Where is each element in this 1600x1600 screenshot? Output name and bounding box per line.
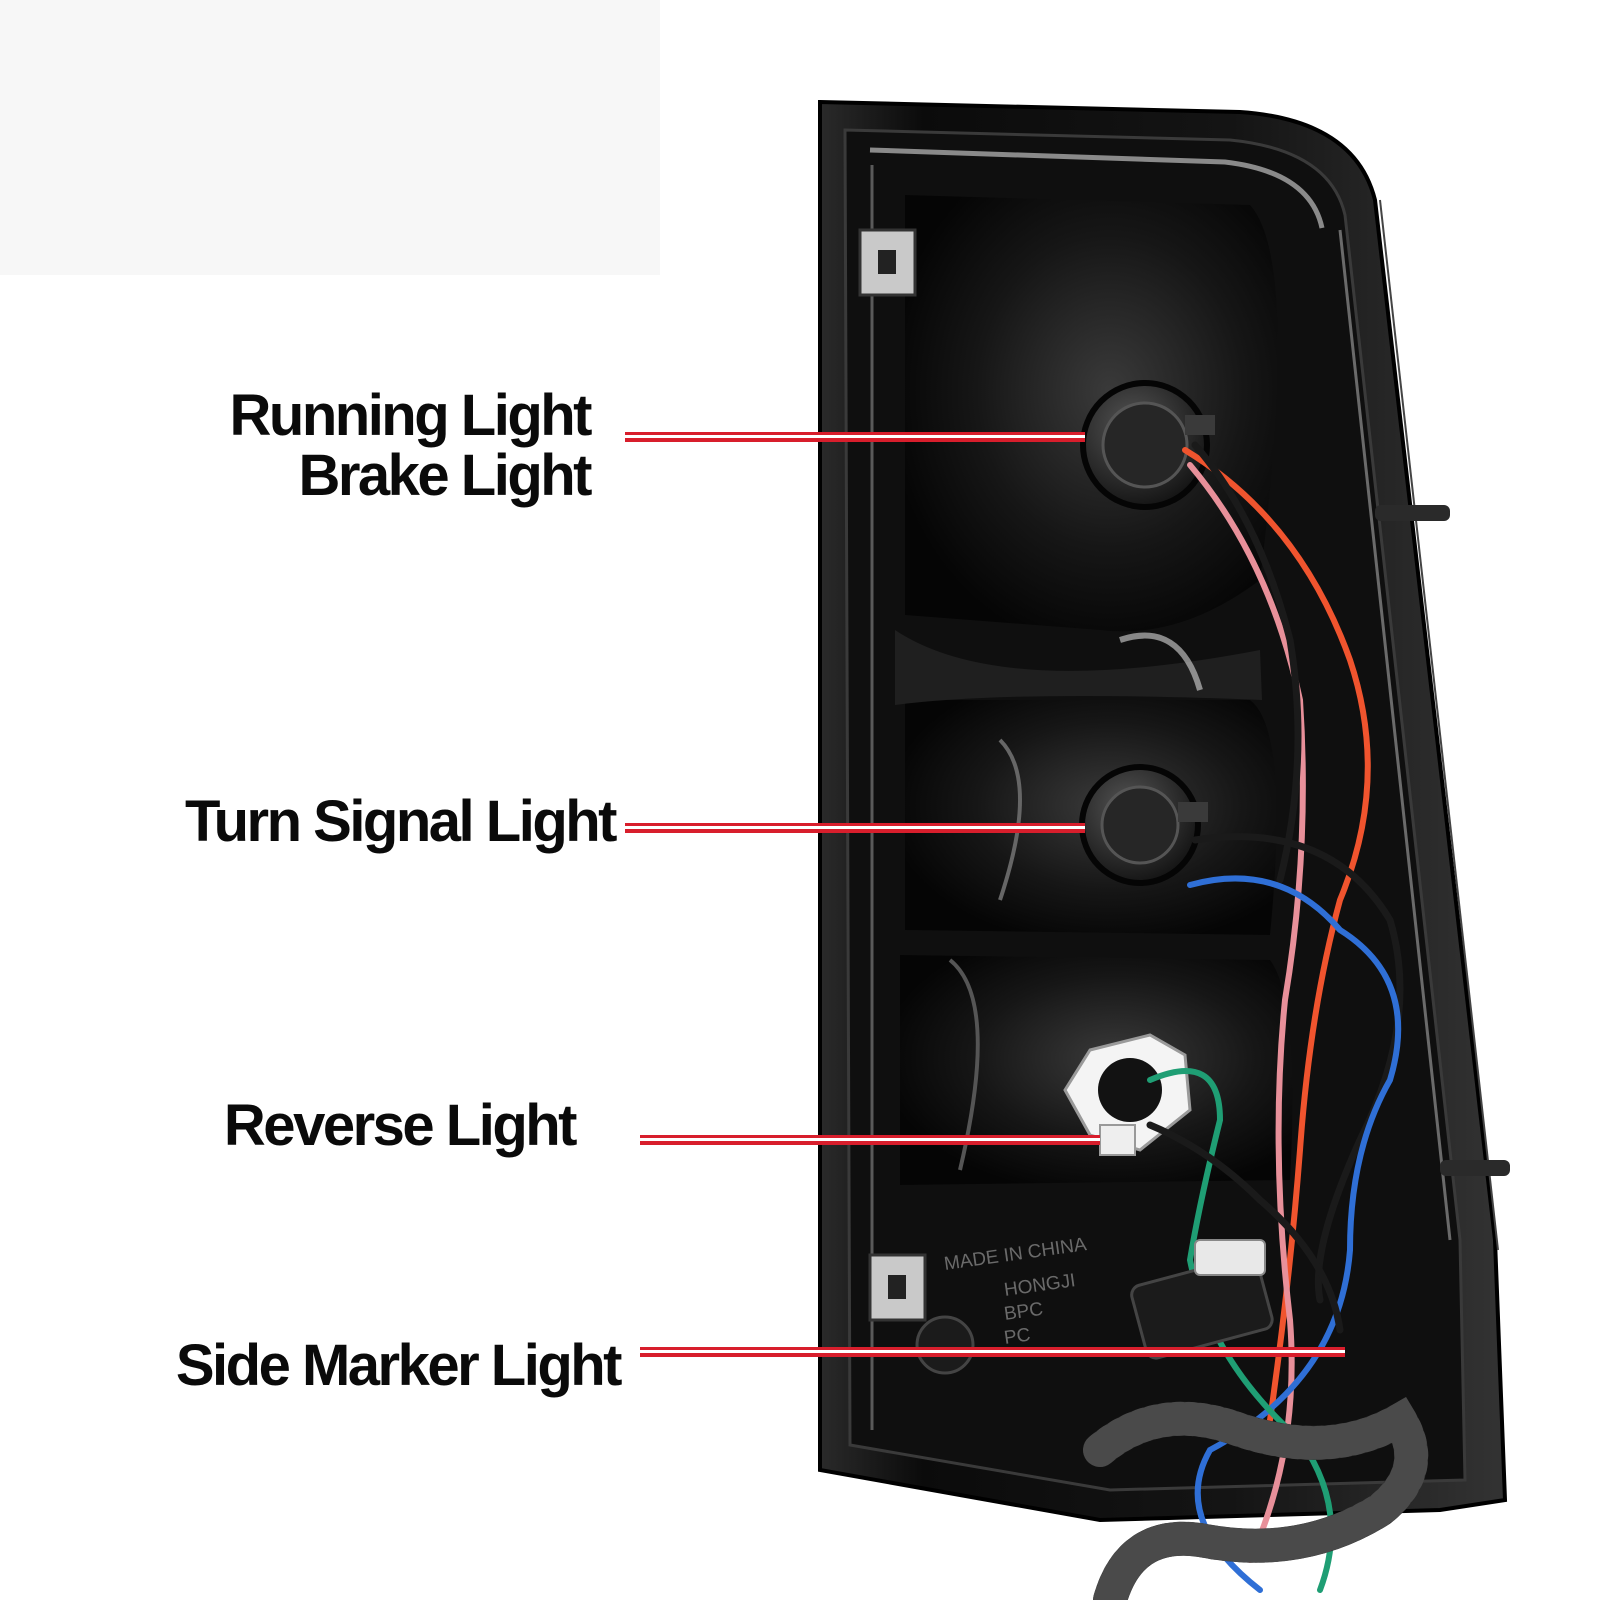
wiring-harness: [1083, 441, 1429, 1600]
wire-red: [1182, 447, 1371, 1423]
turn-signal-socket: [1079, 764, 1208, 886]
label-running-brake: Running Light Brake Light: [229, 383, 593, 508]
running-brake-socket: [1080, 380, 1215, 510]
label-brake-light: Brake Light: [298, 443, 592, 508]
harness-connector: [1130, 1254, 1274, 1360]
molded-code-pc: PC: [1003, 1324, 1032, 1348]
leader-line-marker: [640, 1347, 1345, 1357]
wire-black-upper: [1191, 441, 1302, 884]
label-turn-signal: Turn Signal Light: [184, 789, 618, 854]
label-running-light: Running Light: [229, 383, 593, 448]
leader-lines: [625, 432, 1345, 1357]
bulb-sockets: [1063, 380, 1215, 1156]
wire-blue: [1187, 875, 1402, 1593]
label-reverse-light: Reverse Light: [223, 1093, 578, 1158]
wire-black-reverse: [1146, 1121, 1344, 1334]
leader-line-turn: [625, 823, 1085, 833]
leader-line-reverse: [640, 1135, 1100, 1145]
label-side-marker: Side Marker Light: [175, 1333, 623, 1398]
leader-line-running: [625, 432, 1085, 442]
reverse-socket: [1063, 1033, 1192, 1156]
background-panel: [0, 0, 660, 275]
